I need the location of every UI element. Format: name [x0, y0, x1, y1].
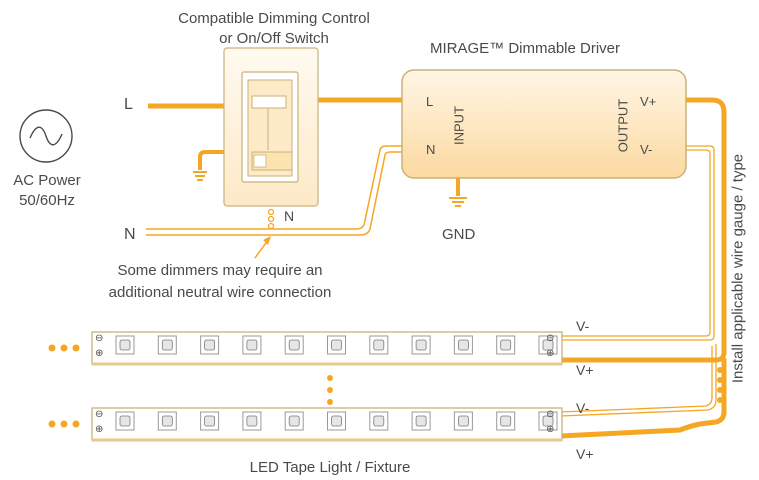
led-chip-lens: [246, 415, 258, 427]
strip-series-dots: [327, 375, 333, 405]
led-chip-lens: [457, 415, 469, 427]
strip1-vplus-label: V+: [576, 362, 594, 378]
led-chip-lens: [457, 339, 469, 351]
dimmer-neutral-label: N: [284, 208, 295, 224]
dimmer-title-line2: or On/Off Switch: [219, 30, 329, 47]
led-chip-lens: [331, 415, 342, 427]
led-chip-lens: [119, 339, 131, 351]
neutral-wire: [146, 145, 404, 230]
strip2-vminus-label: V-: [576, 400, 590, 416]
strip2-continuation-dots: [48, 420, 80, 428]
dimmer-ground-wire: [198, 150, 224, 170]
led-chip-lens: [500, 415, 512, 427]
strip1-continuation-dots: [48, 344, 80, 352]
line-n-label: N: [124, 226, 136, 243]
dimmer-neutral-dots: [267, 208, 275, 230]
driver-title: MIRAGE™ Dimmable Driver: [430, 40, 621, 57]
ac-frequency-label: 50/60Hz: [19, 192, 75, 209]
strip2-left-plus: ⊕: [95, 424, 104, 435]
wire-gauge-note: Install applicable wire gauge / type: [729, 153, 747, 384]
line-l-label: L: [124, 96, 133, 113]
strip2-left-minus: ⊖: [95, 409, 104, 420]
led-chip-lens: [500, 339, 512, 351]
led-chip-lens: [331, 339, 342, 351]
led-chip-lens: [288, 415, 300, 427]
led-chip-lens: [204, 339, 216, 351]
gnd-label: GND: [442, 226, 476, 243]
driver-output-label: OUTPUT: [615, 98, 631, 153]
driver-box: [401, 69, 687, 179]
dimmer-ground-icon: [193, 171, 207, 181]
note-arrow: [254, 239, 269, 259]
vplus-output-wire: [560, 97, 727, 363]
strip2-right-plus: ⊕: [546, 424, 555, 435]
led-strip-1: [91, 331, 563, 366]
led-chip-lens: [373, 339, 385, 351]
strip2-right-minus: ⊖: [546, 409, 555, 420]
strip1-right-minus: ⊖: [546, 333, 555, 344]
led-chip-lens: [542, 415, 554, 427]
led-chip-lens: [161, 339, 173, 351]
strip1-left-minus: ⊖: [95, 333, 104, 344]
led-chip-lens: [542, 339, 554, 351]
vminus-output-wire: [560, 145, 715, 341]
strip1-left-plus: ⊕: [95, 348, 104, 359]
led-chip-lens: [246, 339, 258, 351]
strip2-vplus-label: V+: [576, 446, 594, 462]
dimmer-title-line1: Compatible Dimming Control: [178, 10, 370, 27]
strip1-right-plus: ⊕: [546, 348, 555, 359]
driver-vplus-terminal: V+: [640, 94, 657, 109]
strip1-vminus-label: V-: [576, 318, 590, 334]
driver-input-label: INPUT: [451, 106, 467, 145]
led-chip-lens: [415, 339, 427, 351]
wire-junction-dots: [717, 367, 723, 403]
ac-power-icon: [19, 109, 73, 163]
ac-power-label: AC Power: [13, 172, 81, 189]
led-chip-lens: [288, 339, 300, 351]
driver-n-terminal: N: [426, 142, 436, 157]
tape-title: LED Tape Light / Fixture: [249, 459, 411, 476]
driver-l-terminal: L: [426, 94, 434, 109]
driver-vminus-terminal: V-: [640, 142, 653, 157]
led-chip-lens: [161, 415, 173, 427]
dimmer-switch: [223, 47, 319, 207]
led-chip-lens: [373, 415, 385, 427]
led-chip-lens: [415, 415, 427, 427]
driver-ground-icon: [449, 197, 467, 207]
led-chip-lens: [119, 415, 131, 427]
neutral-note-line2: additional neutral wire connection: [108, 284, 332, 301]
led-strip-2: [91, 407, 563, 442]
neutral-note-line1: Some dimmers may require an: [117, 262, 323, 279]
led-chip-lens: [204, 415, 216, 427]
